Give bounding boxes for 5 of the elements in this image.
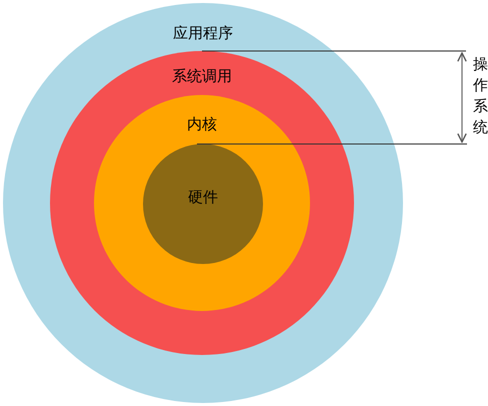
layer-label: 应用程序: [172, 25, 234, 43]
layer-label: 内核: [186, 116, 218, 134]
layer-label: 系统调用: [171, 68, 233, 86]
layer-label: 硬件: [187, 189, 219, 207]
dimension-label: 操作系统: [473, 55, 488, 138]
